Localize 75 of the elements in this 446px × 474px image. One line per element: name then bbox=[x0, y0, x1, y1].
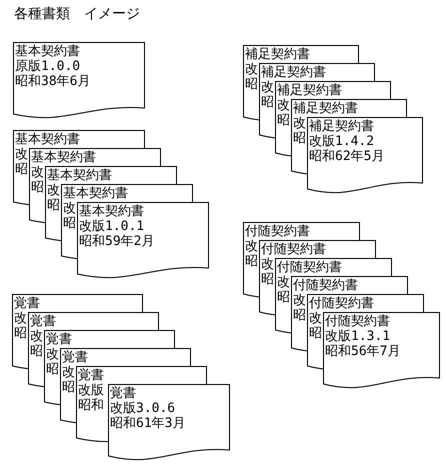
date-text: 昭 bbox=[309, 326, 322, 341]
document-shape bbox=[13, 42, 145, 120]
version-text: 改 bbox=[63, 201, 76, 216]
version-text: 改 bbox=[261, 80, 274, 95]
version-text: 改 bbox=[245, 62, 258, 77]
date-text: 昭 bbox=[14, 326, 27, 341]
date-text: 昭 bbox=[63, 216, 76, 231]
date-text: 昭 bbox=[261, 95, 274, 110]
date-text: 昭 bbox=[62, 380, 75, 395]
document-title: 補足契約書 bbox=[309, 119, 374, 134]
document-title: 基本契約書 bbox=[47, 168, 112, 183]
document-title: 補足契約書 bbox=[245, 47, 310, 62]
document-title: 覚書 bbox=[62, 350, 88, 365]
document-title: 付随契約書 bbox=[309, 296, 374, 311]
date-text: 昭 bbox=[277, 113, 290, 128]
document-title: 補足契約書 bbox=[261, 65, 326, 80]
diagram-title: 各種書類 イメージ bbox=[14, 6, 140, 22]
version-text: 改 bbox=[277, 98, 290, 113]
date-text: 昭 bbox=[245, 254, 258, 269]
document-title: 基本契約書 bbox=[15, 132, 80, 147]
document-shape bbox=[323, 312, 440, 390]
date-text: 昭 bbox=[30, 344, 43, 359]
date-text: 昭 bbox=[277, 290, 290, 305]
date-text: 昭和61年3月 bbox=[110, 416, 186, 431]
version-text: 改 bbox=[245, 239, 258, 254]
date-text: 昭和 bbox=[78, 398, 104, 413]
date-text: 昭 bbox=[47, 198, 60, 213]
version-text: 改 bbox=[46, 347, 59, 362]
document-title: 基本契約書 bbox=[79, 204, 144, 219]
date-text: 昭 bbox=[245, 77, 258, 92]
document-title: 覚書 bbox=[46, 332, 72, 347]
document-title: 付随契約書 bbox=[293, 278, 358, 293]
version-text: 改 bbox=[293, 116, 306, 131]
document-title: 覚書 bbox=[30, 314, 56, 329]
date-text: 昭 bbox=[293, 308, 306, 323]
document-title: 付随契約書 bbox=[325, 314, 390, 329]
document-title: 覚書 bbox=[110, 386, 136, 401]
date-text: 昭和59年2月 bbox=[79, 234, 154, 249]
version-text: 改 bbox=[261, 257, 274, 272]
date-text: 昭和56年7月 bbox=[325, 344, 400, 359]
document-title: 覚書 bbox=[78, 368, 104, 383]
date-text: 昭 bbox=[293, 131, 306, 146]
version-text: 改版1.3.1 bbox=[325, 329, 390, 344]
document-title: 付随契約書 bbox=[245, 224, 310, 239]
version-text: 改 bbox=[309, 311, 322, 326]
date-text: 昭和38年6月 bbox=[15, 74, 90, 89]
version-text: 原版1.0.0 bbox=[15, 59, 80, 74]
date-text: 昭 bbox=[261, 272, 274, 287]
document-title: 基本契約書 bbox=[15, 44, 80, 59]
document-title: 補足契約書 bbox=[293, 101, 358, 116]
version-text: 改 bbox=[15, 147, 28, 162]
date-text: 昭 bbox=[46, 362, 59, 377]
document-title: 補足契約書 bbox=[277, 83, 342, 98]
version-text: 改版1.4.2 bbox=[309, 134, 374, 149]
date-text: 昭 bbox=[31, 180, 44, 195]
version-text: 改 bbox=[62, 365, 75, 380]
document-shape bbox=[307, 117, 423, 195]
document-title: 付随契約書 bbox=[261, 242, 326, 257]
date-text: 昭 bbox=[15, 162, 28, 177]
version-text: 改版1.0.1 bbox=[79, 219, 144, 234]
version-text: 改 bbox=[14, 311, 27, 326]
version-text: 改 bbox=[47, 183, 60, 198]
date-text: 昭和62年5月 bbox=[309, 149, 384, 164]
document-title: 基本契約書 bbox=[63, 186, 128, 201]
version-text: 改 bbox=[30, 329, 43, 344]
version-text: 改版 bbox=[78, 383, 104, 398]
version-text: 改 bbox=[31, 165, 44, 180]
document-title: 付随契約書 bbox=[277, 260, 342, 275]
document-title: 覚書 bbox=[14, 296, 40, 311]
version-text: 改 bbox=[277, 275, 290, 290]
document-shape bbox=[77, 202, 209, 280]
version-text: 改 bbox=[293, 293, 306, 308]
document-title: 基本契約書 bbox=[31, 150, 96, 165]
version-text: 改版3.0.6 bbox=[110, 401, 176, 416]
document-shape bbox=[108, 384, 230, 462]
